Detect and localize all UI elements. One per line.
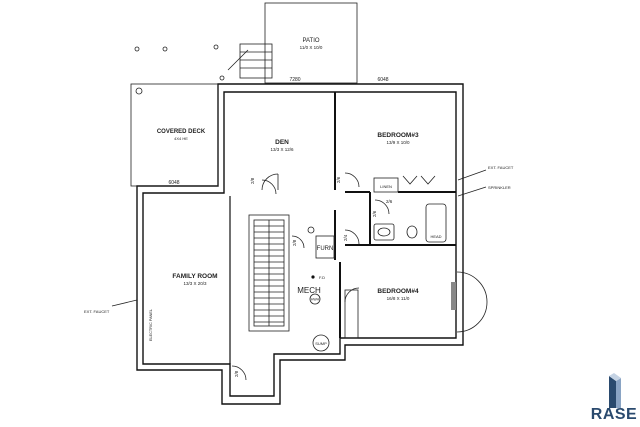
door-size-2: 2/6: [336, 176, 341, 183]
logo-text: RASE: [590, 406, 638, 423]
door-size-5: 2/8: [292, 239, 297, 246]
stairs-wall: [248, 214, 290, 332]
dim-6048-deck: 6048: [168, 180, 179, 186]
furnace-label: FURN: [317, 246, 334, 252]
mech-label: MECH: [297, 286, 321, 295]
leader-sprinkler: [457, 186, 487, 197]
bathtub: [425, 203, 447, 243]
den-dims: 13/3 X 12/6: [270, 147, 294, 152]
water-heater-label: HWH: [311, 298, 320, 302]
rase-logo-icon: [609, 373, 621, 408]
vanity-sink: [373, 223, 395, 241]
shrub-icons: [134, 44, 225, 81]
egress-window: [451, 282, 456, 310]
sink-icon: [377, 227, 391, 237]
note-ext-faucet-right: EXT. FAUCET: [488, 165, 514, 170]
furnace-vent-icon: [307, 226, 315, 234]
dim-7280: 7280: [289, 77, 300, 83]
door-size-4: 2/6: [372, 210, 377, 217]
family-room-label: FAMILY ROOM: [172, 273, 217, 280]
patio-stairs: [227, 43, 273, 79]
leader-ext-faucet-left: [111, 299, 138, 307]
electric-panel-label: ELECTRIC PANEL: [149, 309, 153, 341]
covered-deck-dims: 4X4 HE: [174, 136, 188, 141]
family-room-dims: 13/3 X 20/3: [183, 281, 207, 286]
note-ext-faucet-left: EXT. FAUCET: [84, 309, 110, 314]
linen-label: LINEN: [380, 184, 392, 189]
door-swings: [231, 172, 488, 381]
sump-label: SUMP: [315, 341, 327, 346]
floor-drain-icon: [311, 275, 315, 279]
dim-6048-top: 6048: [377, 77, 388, 83]
door-size-7: 2/8: [234, 370, 239, 377]
water-heater-icon: [309, 293, 321, 305]
linen-closet: [373, 177, 399, 193]
furnace-box: [315, 235, 335, 259]
covered-deck-outline: [130, 83, 219, 187]
floor-drain-label: F.D: [319, 275, 325, 280]
note-sprinkler: SPRINKLER: [488, 185, 511, 190]
patio-label: PATIO: [302, 38, 319, 44]
bedroom3-label: BEDROOM#3: [377, 132, 419, 139]
door-size-1: 2/8: [250, 177, 255, 184]
bedroom4-dims: 16/8 X 11/0: [387, 296, 410, 301]
stair-treads: [254, 220, 284, 326]
bedroom4-label: BEDROOM#4: [377, 288, 419, 295]
patio-outline: [264, 2, 358, 84]
toilet-icon: [406, 225, 418, 239]
bedroom3-dims: 13/9 X 10/0: [386, 140, 410, 145]
head-label: HEAD: [430, 234, 441, 239]
interior-wall-line: [142, 91, 457, 397]
deck-post-icon: [135, 87, 143, 95]
den-label: DEN: [275, 139, 289, 146]
leader-ext-faucet-right: [457, 169, 487, 181]
covered-deck-label: COVERED DECK: [157, 129, 206, 135]
door-size-3: 2/6: [386, 199, 393, 204]
sump-pit-icon: [312, 334, 330, 352]
patio-dims: 11/0 X 10/0: [300, 45, 323, 50]
closet-bed4: [344, 289, 359, 339]
door-size-6: 2/4: [343, 234, 348, 241]
